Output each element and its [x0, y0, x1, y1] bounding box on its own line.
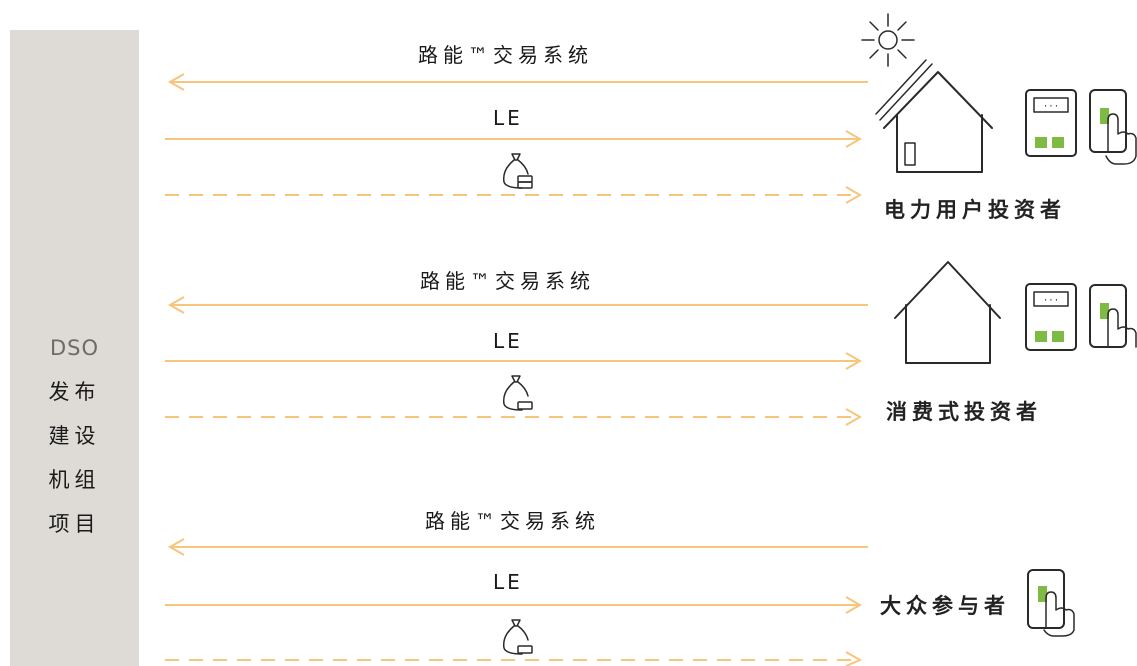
row2-role-label: 消费式投资者	[886, 400, 1042, 424]
sidebar-line-publish: 发布	[48, 380, 101, 404]
sidebar-line-dso: DSO	[49, 336, 100, 360]
row1-le-label: LE	[493, 106, 523, 130]
sun-icon	[861, 13, 915, 67]
row2-arrows	[165, 296, 868, 426]
money-bag-icon	[502, 153, 533, 189]
sidebar-line-build: 建设	[48, 424, 101, 448]
svg-text:···: ···	[1043, 296, 1059, 306]
money-bag-icon	[502, 619, 533, 655]
row3-trade-label: 路能™交易系统	[425, 509, 600, 533]
sidebar-line-project: 项目	[48, 512, 101, 536]
house-solar-icon	[875, 59, 993, 173]
row3-arrows	[165, 538, 868, 666]
row3-le-label: LE	[493, 570, 523, 594]
row1-arrows	[165, 73, 868, 204]
row2-le-label: LE	[493, 329, 523, 353]
sidebar-line-unit: 机组	[48, 468, 101, 492]
row1-role-label: 电力用户投资者	[884, 198, 1066, 222]
row3-role-label: 大众参与者	[880, 594, 1010, 618]
row1-trade-label: 路能™交易系统	[418, 43, 593, 67]
phone-tap-icon	[1089, 89, 1137, 165]
house-icon	[894, 261, 1001, 364]
phone-tap-icon	[1027, 569, 1075, 637]
phone-tap-icon	[1089, 284, 1137, 348]
svg-text:···: ···	[1043, 102, 1059, 112]
dso-sidebar	[10, 30, 139, 666]
money-bag-icon	[502, 375, 533, 411]
smart-meter-icon: ···	[1025, 283, 1077, 351]
row2-trade-label: 路能™交易系统	[420, 269, 595, 293]
smart-meter-icon: ···	[1025, 89, 1077, 157]
